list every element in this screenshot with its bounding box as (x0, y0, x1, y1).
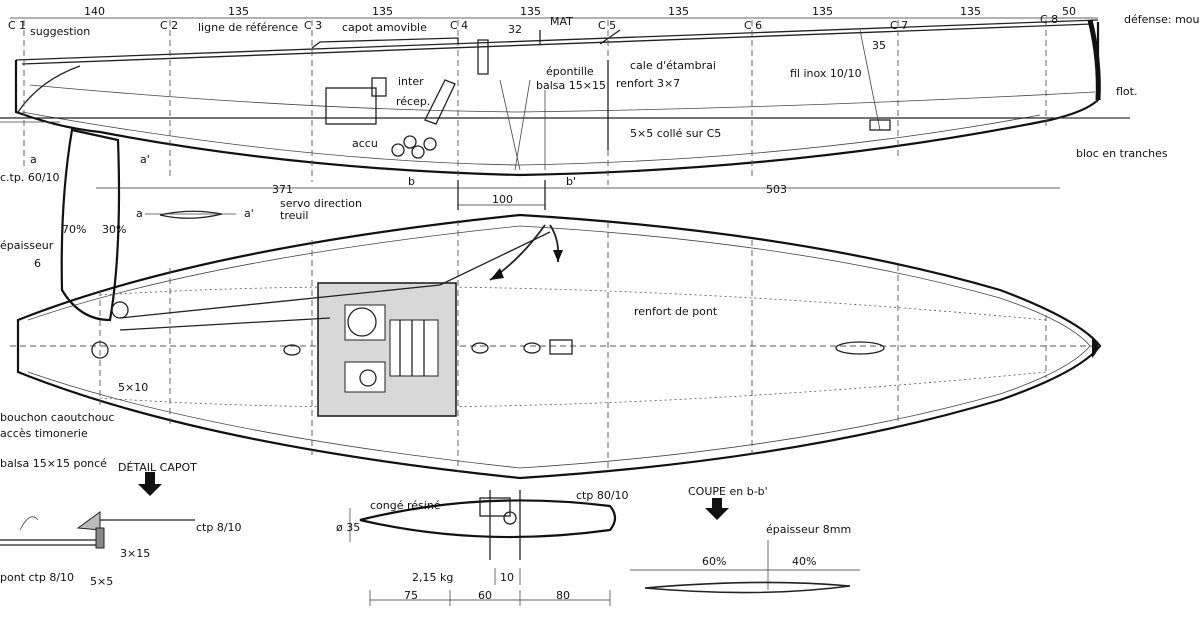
label-detail-capot: DÉTAIL CAPOT (118, 461, 197, 474)
label-b-prime: b' (566, 175, 577, 188)
top-dim-3: 135 (372, 5, 393, 18)
station-label-c4: C 4 (450, 19, 469, 32)
label-ctp-80: ctp 80/10 (576, 489, 629, 502)
label-a-section: a (136, 207, 143, 220)
label-servo: servo direction (280, 197, 362, 210)
label-dim-35: 35 (872, 39, 886, 52)
top-dim-4: 135 (520, 5, 541, 18)
top-dim-1: 140 (84, 5, 105, 18)
station-label-c7: C 7 (890, 19, 909, 32)
station-label-c2: C 2 (160, 19, 179, 32)
label-dim-100: 100 (492, 193, 513, 206)
label-fil-inox: fil inox 10/10 (790, 67, 862, 80)
label-a-prime-section: a' (244, 207, 254, 220)
label-dim-5x5: 5×5 (90, 575, 114, 588)
label-conge: congé résiné (370, 499, 441, 512)
label-epontille: épontille (546, 65, 594, 78)
label-b: b (408, 175, 415, 188)
label-cale-etambrai: cale d'étambrai (630, 59, 716, 72)
label-mat: MAT (550, 15, 573, 28)
section-bb-drawing (630, 498, 860, 594)
label-colle-c5: 5×5 collé sur C5 (630, 127, 722, 140)
label-dim-503: 503 (766, 183, 787, 196)
label-dim-5x10: 5×10 (118, 381, 149, 394)
label-renfort-37: renfort 3×7 (616, 77, 681, 90)
label-ctp-8-10: ctp 8/10 (196, 521, 242, 534)
label-epaisseur-8: épaisseur 8mm (766, 523, 852, 536)
label-dim-32: 32 (508, 23, 522, 36)
label-pct-40: 40% (792, 555, 817, 568)
station-label-c3: C 3 (304, 19, 323, 32)
top-dim-5: 135 (668, 5, 689, 18)
label-pont-ctp: pont ctp 8/10 (0, 571, 75, 584)
label-renfort-pont: renfort de pont (634, 305, 718, 318)
label-treuil: treuil (280, 209, 309, 222)
label-ligne-reference: ligne de référence (198, 21, 299, 34)
label-ctp-60: c.tp. 60/10 (0, 171, 60, 184)
label-dim-80: 80 (556, 589, 570, 602)
label-epaisseur: épaisseur (0, 239, 54, 252)
hull-side-profile (0, 17, 1130, 322)
station-label-c1: C 1 (8, 19, 27, 32)
top-dim-2: 135 (228, 5, 249, 18)
label-dim-10: 10 (500, 571, 514, 584)
label-capot-amovible: capot amovible (342, 21, 427, 34)
label-coupe: COUPE en b-b' (688, 485, 768, 498)
label-recep: récep. (396, 95, 431, 108)
label-acces: accès timonerie (0, 427, 88, 440)
deck-plan (10, 213, 1102, 480)
label-balsa-ponce: balsa 15×15 poncé (0, 457, 107, 470)
label-epaisseur-val: 6 (34, 257, 41, 270)
label-dim-75: 75 (404, 589, 418, 602)
label-defense-mousse: défense: mousse (1124, 13, 1200, 26)
label-pct-30: 30% (102, 223, 127, 236)
label-inter: inter (398, 75, 424, 88)
label-dim-3x15: 3×15 (120, 547, 151, 560)
top-dim-6: 135 (812, 5, 833, 18)
label-accu: accu (352, 137, 378, 150)
top-dim-8: 135 (960, 5, 981, 18)
station-label-c5: C 5 (598, 19, 617, 32)
top-dim-9: 50 (1062, 5, 1076, 18)
label-bloc-tranches: bloc en tranches (1076, 147, 1168, 160)
label-flot: flot. (1116, 85, 1138, 98)
label-suggestion: suggestion (30, 25, 91, 38)
label-dim-60: 60 (478, 589, 492, 602)
keel-bulb-drawing (349, 490, 617, 606)
label-balsa-15: balsa 15×15 (536, 79, 606, 92)
label-pct-70: 70% (62, 223, 87, 236)
label-a-rudder: a (30, 153, 37, 166)
detail-capot-drawing (0, 472, 195, 549)
label-diam-35: ø 35 (336, 521, 361, 534)
label-bouchon: bouchon caoutchouc (0, 411, 115, 424)
label-a-prime-rudder: a' (140, 153, 150, 166)
station-label-c8: C 8 (1040, 13, 1059, 26)
label-pct-60: 60% (702, 555, 727, 568)
label-dim-371: 371 (272, 183, 293, 196)
label-mass: 2,15 kg (412, 571, 454, 584)
station-label-c6: C 6 (744, 19, 763, 32)
